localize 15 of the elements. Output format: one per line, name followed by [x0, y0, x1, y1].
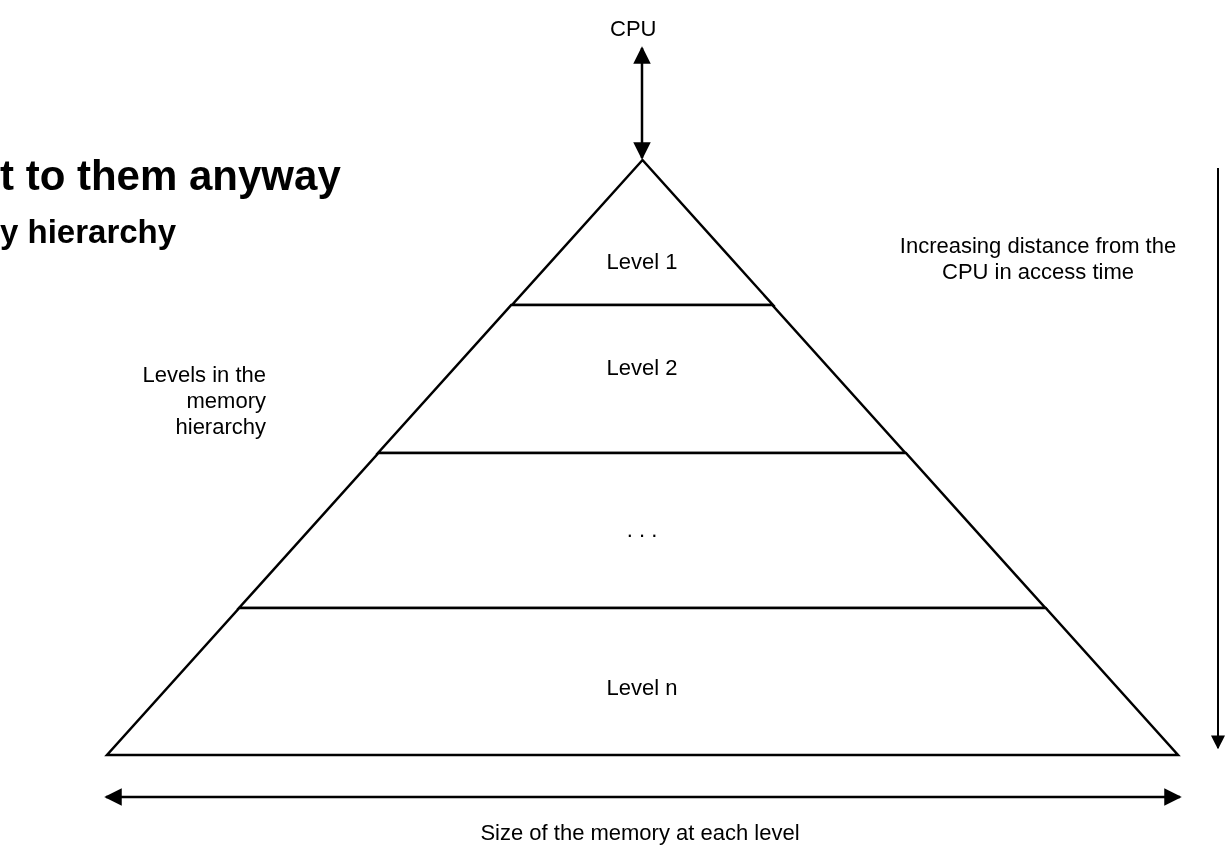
double-arrow [633, 46, 651, 160]
pyramid-band [238, 453, 1046, 608]
side-caption: Levels in the memory hierarchy [141, 362, 266, 440]
pyramid-top-triangle [511, 160, 773, 305]
pyramid-band [378, 305, 906, 453]
side-caption: Increasing distance from the CPU in access time [898, 233, 1178, 285]
level-label: Level 2 [605, 355, 679, 381]
level-label: Level 1 [605, 249, 679, 275]
slide-title: t to them anyway [0, 152, 341, 200]
level-label: Level n [605, 675, 679, 701]
slide-subtitle: y hierarchy [0, 212, 177, 252]
pyramid-band [106, 608, 1178, 755]
level-label: . . . [625, 517, 659, 543]
processor-label: CPU [610, 16, 657, 42]
axis-caption: Size of the memory at each level [479, 820, 801, 846]
